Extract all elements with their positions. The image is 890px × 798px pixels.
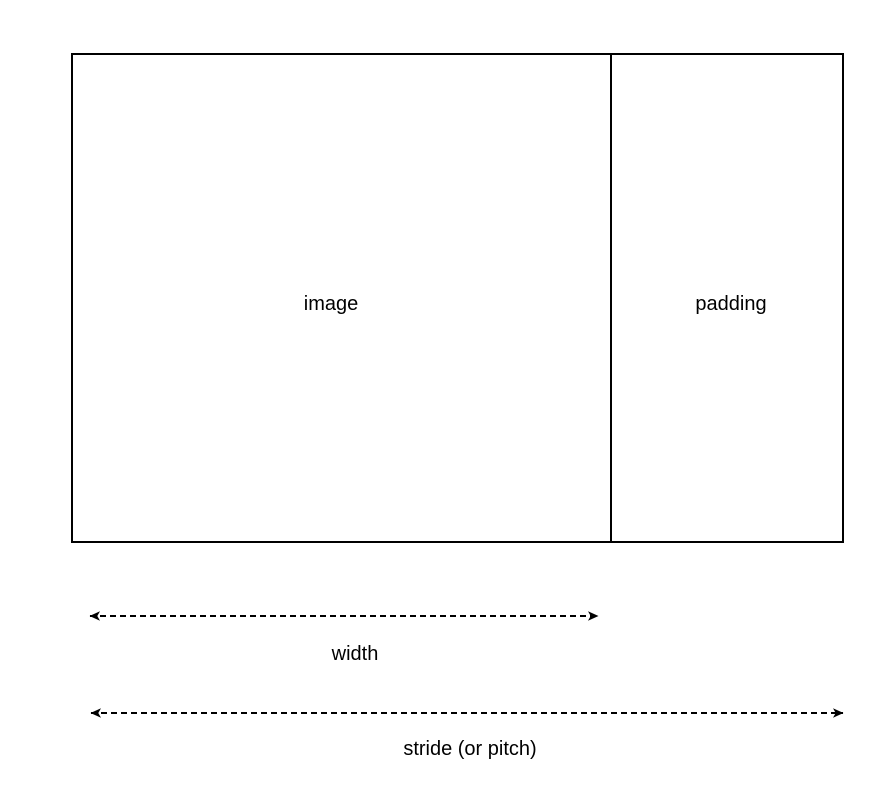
buffer-rectangle	[71, 53, 844, 543]
image-region-label: image	[303, 293, 359, 315]
stride-dimension-label: stride (or pitch)	[403, 738, 537, 760]
width-dimension-label: width	[331, 643, 379, 665]
padding-region-label: padding	[695, 293, 767, 315]
